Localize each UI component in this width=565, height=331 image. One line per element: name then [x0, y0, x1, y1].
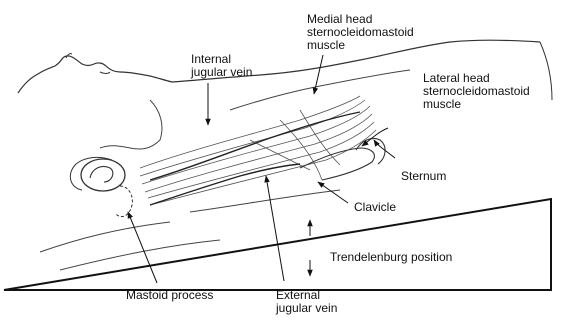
- trendelenburg-label: Trendelenburg position: [330, 251, 452, 264]
- lateral-head-line-3: muscle: [423, 98, 530, 111]
- muscle-fibers: [140, 96, 376, 205]
- ear: [81, 159, 125, 191]
- external-jugular-line-2: jugular vein: [276, 302, 337, 315]
- internal-jugular-label: Internal jugular vein: [191, 53, 252, 79]
- face-profile: [18, 56, 172, 93]
- sternum-label: Sternum: [401, 170, 446, 183]
- jaw-line: [100, 100, 162, 149]
- mastoid-label: Mastoid process: [126, 289, 213, 302]
- leader-lines: [128, 55, 395, 283]
- medial-head-line-3: muscle: [307, 39, 414, 52]
- mastoid-outline: [116, 186, 132, 217]
- internal-jugular-path: [150, 112, 360, 180]
- external-jugular-label: External jugular vein: [276, 289, 337, 315]
- medial-head-label: Medial head sternocleidomastoid muscle: [307, 13, 414, 52]
- internal-jugular-line-2: jugular vein: [191, 66, 252, 79]
- clavicle-label: Clavicle: [354, 201, 396, 214]
- lateral-head-label: Lateral head sternocleidomastoid muscle: [423, 72, 530, 111]
